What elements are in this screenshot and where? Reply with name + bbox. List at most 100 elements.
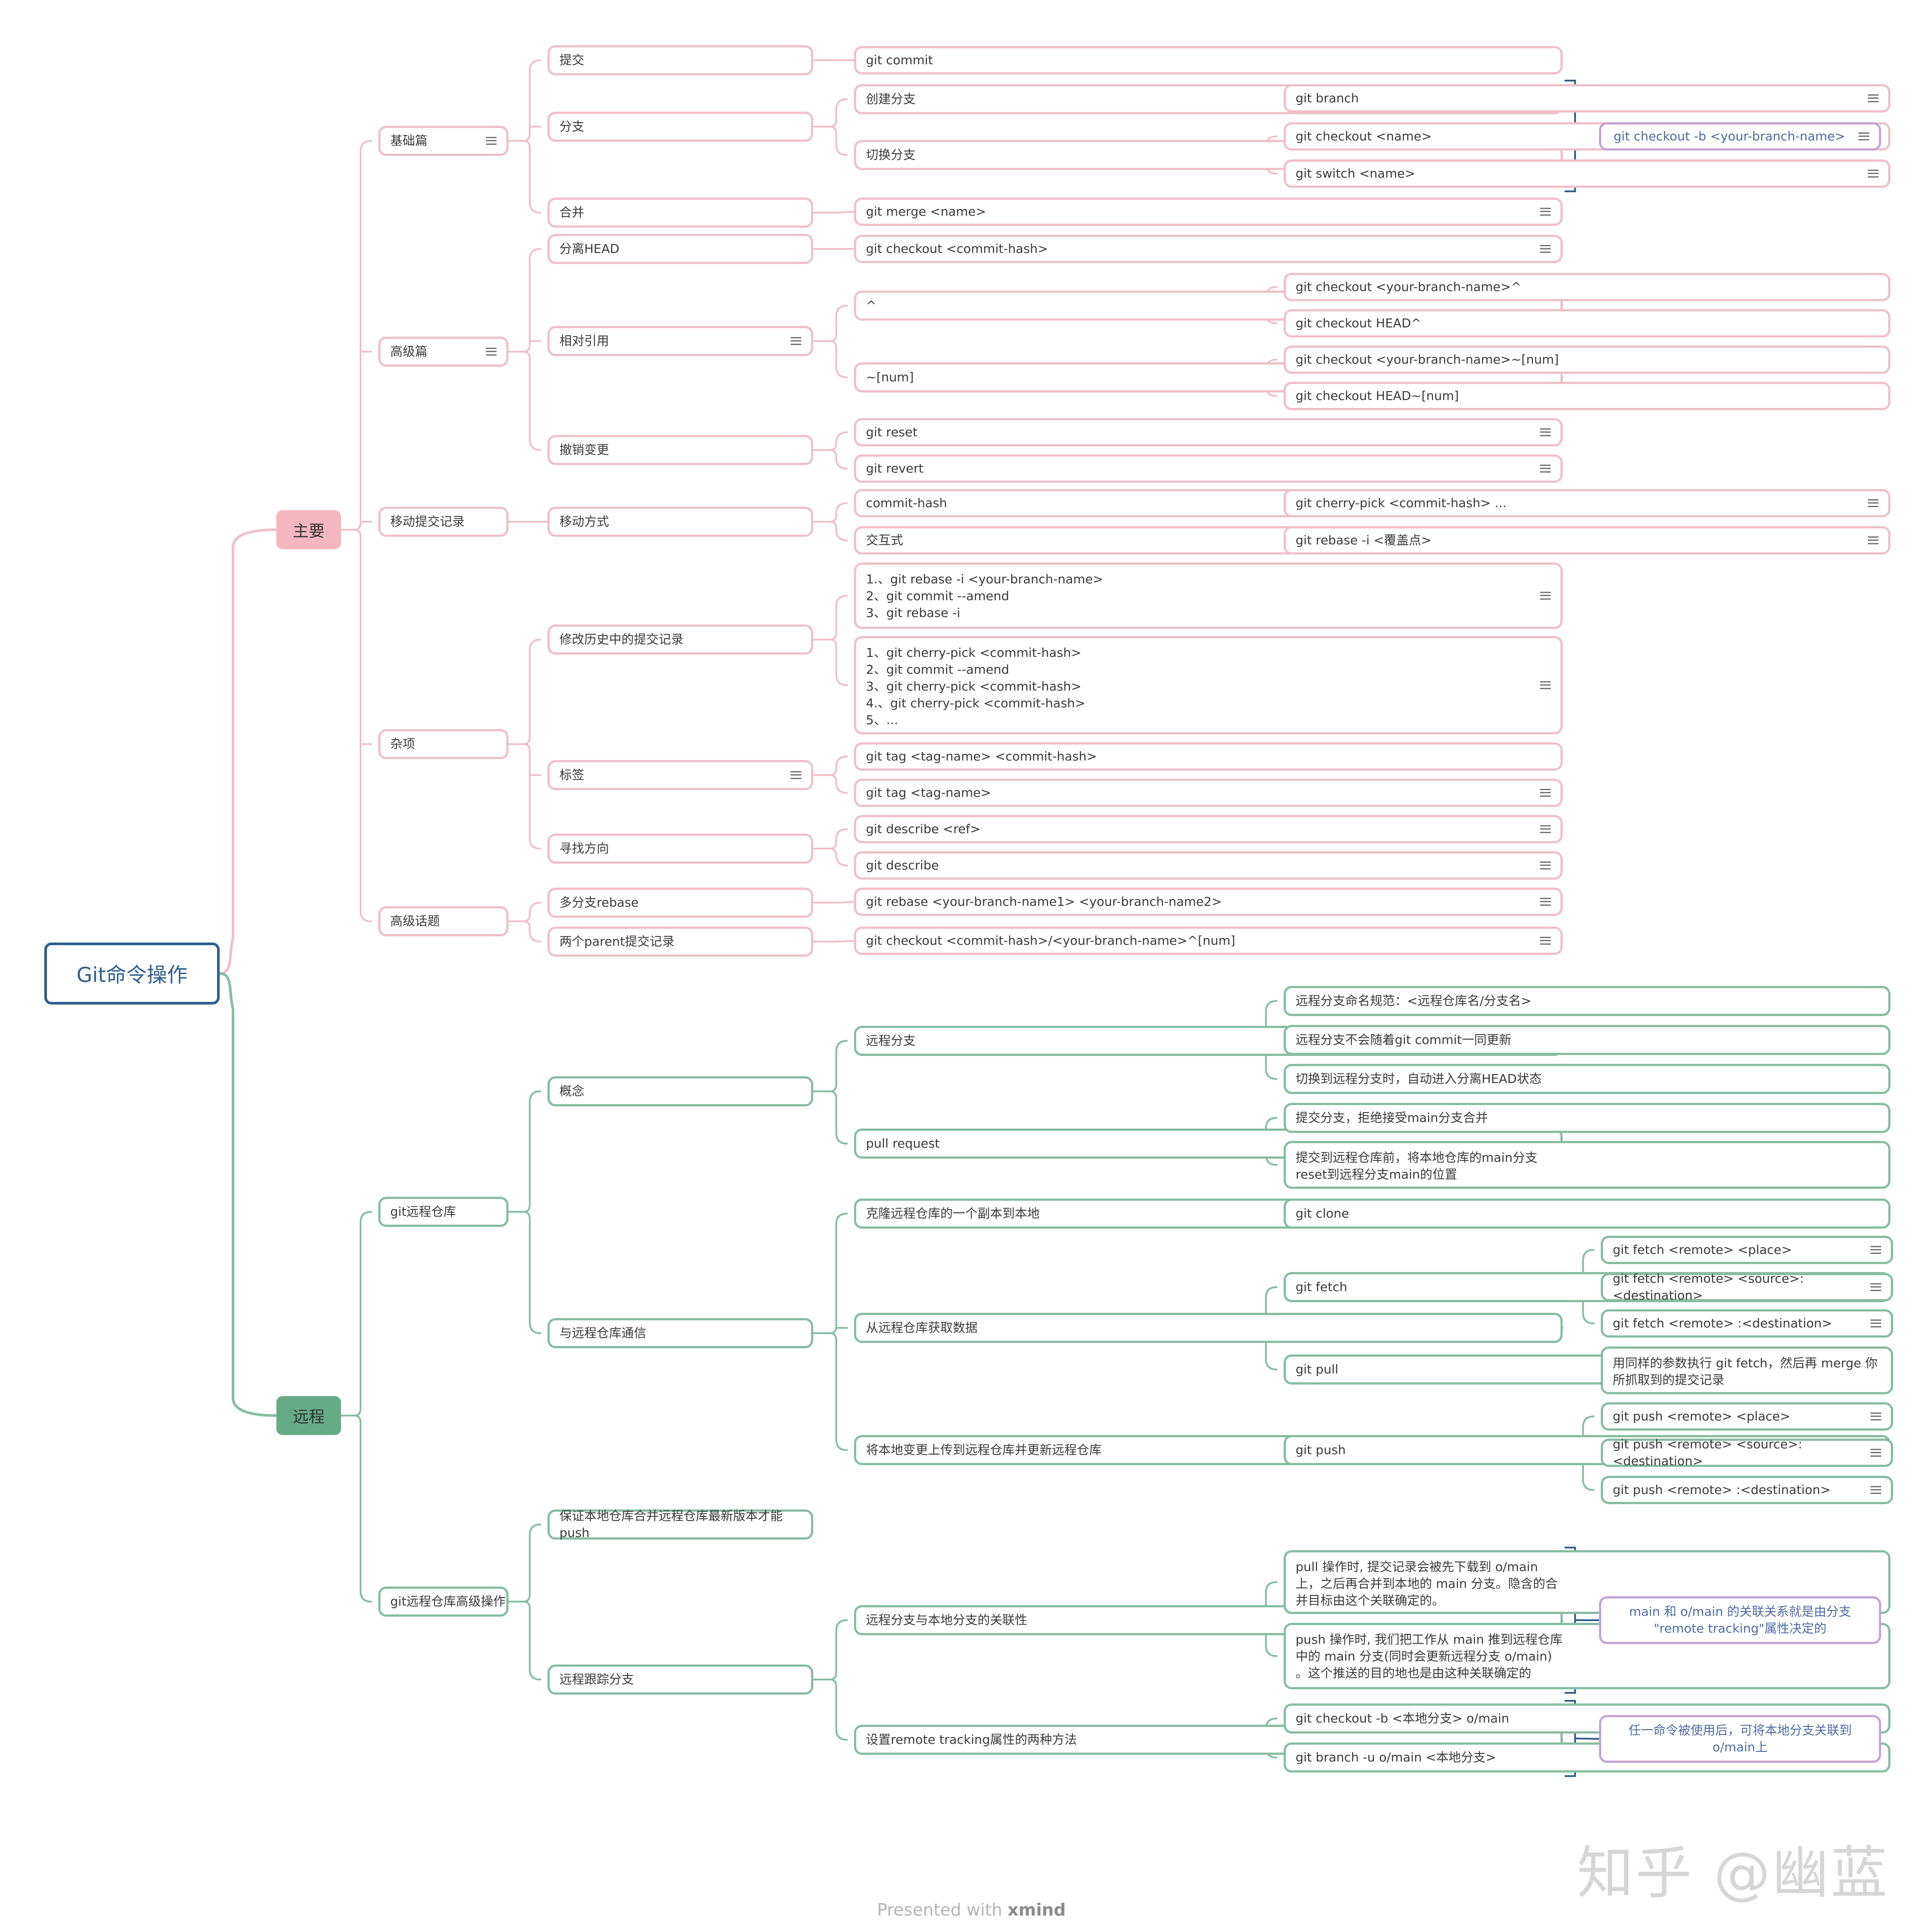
branch-remote-label: 远程 [292, 1408, 325, 1426]
node-git-commit[interactable]: git commit [854, 46, 1563, 74]
node-label: 远程跟踪分支 [559, 1672, 634, 1687]
connector-line [523, 639, 541, 850]
node-detach-head[interactable]: 分离HEAD [547, 234, 813, 264]
node-label: git tag <tag-name> <commit-hash> [866, 749, 1097, 764]
node-cherry-steps[interactable]: 1、git cherry-pick <commit-hash> 2、git co… [854, 636, 1563, 734]
node-checkout-b[interactable]: git checkout -b <your-branch-name> [1599, 122, 1881, 151]
node-label: 创建分支 [866, 92, 916, 106]
note-icon [1540, 898, 1551, 906]
node-modify-history[interactable]: 修改历史中的提交记录 [547, 625, 813, 655]
node-push-dst[interactable]: git push <remote> :<destination> [1601, 1476, 1893, 1504]
note-icon [1868, 499, 1878, 507]
node-merge[interactable]: 合并 [547, 198, 813, 228]
node-checkout-head-tilde[interactable]: git checkout HEAD~[num] [1284, 382, 1890, 410]
node-tags[interactable]: 标签 [547, 760, 813, 790]
node-git-clone[interactable]: git clone [1284, 1199, 1890, 1229]
note-icon [1540, 681, 1551, 689]
footer-prefix: Presented with [877, 1900, 1002, 1920]
node-checkout-head-caret[interactable]: git checkout HEAD^ [1284, 309, 1890, 338]
node-cherry-pick-hash[interactable]: git cherry-pick <commit-hash> ... [1284, 489, 1890, 517]
node-concept[interactable]: 概念 [547, 1076, 813, 1106]
node-fetch-dst[interactable]: git fetch <remote> :<destination> [1601, 1309, 1893, 1338]
node-label: 设置remote tracking属性的两种方法 [866, 1732, 1077, 1747]
node-label: git commit [866, 53, 933, 67]
node-git-checkout-hash[interactable]: git checkout <commit-hash> [854, 235, 1563, 263]
connector-line [523, 1090, 541, 1334]
node-pull-same[interactable]: 用同样的参数执行 git fetch，然后再 merge 你 所抓取到的提交记录 [1601, 1346, 1893, 1394]
node-multi-rebase[interactable]: 多分支rebase [547, 888, 813, 918]
node-naming[interactable]: 远程分支命名规范：<远程仓库名/分支名> [1284, 986, 1890, 1016]
node-fetch-src-dst[interactable]: git fetch <remote> <source>:<destination… [1601, 1271, 1893, 1303]
node-detached[interactable]: 切换到远程分支时，自动进入分离HEAD状态 [1284, 1064, 1890, 1094]
branch-remote[interactable]: 远程 [276, 1396, 341, 1435]
node-basics[interactable]: 基础篇 [378, 126, 508, 156]
node-checkout-parent[interactable]: git checkout <commit-hash>/<your-branch-… [854, 927, 1563, 955]
node-git-merge[interactable]: git merge <name> [854, 198, 1563, 226]
node-git-reset[interactable]: git reset [854, 418, 1563, 446]
branch-main[interactable]: 主要 [276, 510, 341, 549]
note-icon [486, 137, 497, 145]
node-git-revert[interactable]: git revert [854, 454, 1563, 483]
node-rebase-steps[interactable]: 1.、git rebase -i <your-branch-name> 2、gi… [854, 563, 1563, 629]
summary-line [1574, 1738, 1600, 1740]
node-assoc-summary[interactable]: main 和 o/main 的关联关系就是由分支 "remote trackin… [1599, 1596, 1881, 1644]
node-commit[interactable]: 提交 [547, 45, 813, 75]
root-node[interactable]: Git命令操作 [44, 943, 220, 1005]
node-no-update[interactable]: 远程分支不会随着git commit一同更新 [1284, 1025, 1890, 1055]
node-remote-adv[interactable]: git远程仓库高级操作 [378, 1587, 508, 1617]
connector-line [354, 140, 372, 922]
node-git-switch[interactable]: git switch <name> [1284, 159, 1890, 188]
node-push-place[interactable]: git push <remote> <place> [1601, 1402, 1893, 1431]
node-checkout-branch-tilde[interactable]: git checkout <your-branch-name>~[num] [1284, 345, 1890, 374]
node-rebase-i[interactable]: git rebase -i <覆盖点> [1284, 526, 1890, 555]
node-communicate[interactable]: 与远程仓库通信 [547, 1318, 813, 1348]
node-tracking-branch[interactable]: 远程跟踪分支 [547, 1664, 813, 1695]
note-icon [1540, 592, 1551, 600]
node-label: 提交到远程仓库前，将本地仓库的main分支 reset到远程分支main的位置 [1296, 1150, 1537, 1182]
footer-brand: xmind [1007, 1900, 1066, 1920]
node-fetch-place[interactable]: git fetch <remote> <place> [1601, 1236, 1893, 1264]
node-label: git push <remote> :<destination> [1613, 1482, 1831, 1497]
note-icon [1540, 208, 1551, 216]
node-reject[interactable]: 提交分支，拒绝接受main分支合并 [1284, 1103, 1890, 1133]
node-branch[interactable]: 分支 [547, 112, 813, 142]
node-label: 分支 [559, 119, 585, 134]
node-remote-repo[interactable]: git远程仓库 [378, 1197, 508, 1227]
node-describe-ref[interactable]: git describe <ref> [854, 815, 1563, 843]
node-track-summary[interactable]: 任一命令被使用后，可将本地分支关联到 o/main上 [1599, 1715, 1881, 1763]
node-label: git fetch <remote> :<destination> [1613, 1316, 1832, 1331]
node-reset-before[interactable]: 提交到远程仓库前，将本地仓库的main分支 reset到远程分支main的位置 [1284, 1141, 1890, 1189]
note-icon [1540, 825, 1551, 833]
node-label: 克隆远程仓库的一个副本到本地 [866, 1206, 1040, 1221]
node-label: git describe [866, 858, 939, 873]
connector-line [523, 59, 541, 213]
node-describe[interactable]: git describe [854, 851, 1563, 880]
node-move-method[interactable]: 移动方式 [547, 507, 813, 537]
node-fetch-desc[interactable]: 从远程仓库获取数据 [854, 1313, 1563, 1343]
node-two-parents[interactable]: 两个parent提交记录 [547, 927, 813, 957]
node-checkout-branch-caret[interactable]: git checkout <your-branch-name>^ [1284, 273, 1890, 301]
node-label: git push [1296, 1443, 1346, 1457]
node-tag-hash[interactable]: git tag <tag-name> <commit-hash> [854, 742, 1563, 771]
node-move-commits[interactable]: 移动提交记录 [378, 507, 508, 537]
node-label: 切换分支 [866, 147, 916, 162]
node-misc[interactable]: 杂项 [378, 729, 508, 759]
node-label: 移动提交记录 [390, 514, 465, 529]
node-undo[interactable]: 撤销变更 [547, 435, 813, 465]
node-git-branch[interactable]: git branch [1284, 84, 1890, 113]
node-rebase-multi[interactable]: git rebase <your-branch-name1> <your-bra… [854, 888, 1563, 916]
note-icon [791, 771, 801, 779]
node-find-direction[interactable]: 寻找方向 [547, 834, 813, 864]
node-label: 与远程仓库通信 [559, 1326, 647, 1340]
node-label: 交互式 [866, 533, 904, 547]
node-advanced[interactable]: 高级篇 [378, 337, 508, 367]
node-label: 任一命令被使用后，可将本地分支关联到 o/main上 [1628, 1723, 1852, 1754]
node-push-src-dst[interactable]: git push <remote> <source>:<destination> [1601, 1437, 1893, 1468]
node-advanced-topics[interactable]: 高级话题 [378, 906, 508, 936]
note-icon [1871, 1449, 1881, 1457]
note-icon [1540, 465, 1551, 473]
node-relative-ref[interactable]: 相对引用 [547, 326, 813, 356]
node-label: git fetch [1296, 1280, 1347, 1294]
node-tag-name[interactable]: git tag <tag-name> [854, 779, 1563, 807]
node-ensure-push[interactable]: 保证本地仓库合并远程仓库最新版本才能push [547, 1509, 813, 1540]
